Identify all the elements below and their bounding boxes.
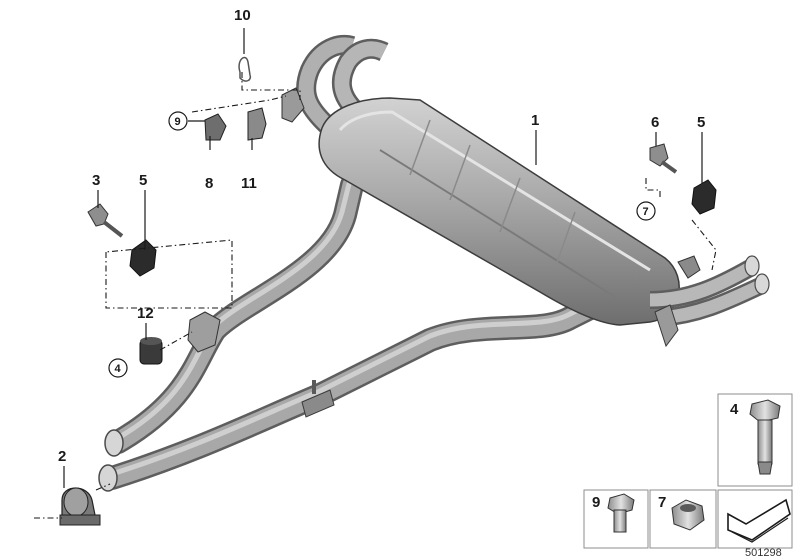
pipe-bracket: [187, 311, 221, 353]
rear-muffler: [318, 97, 680, 326]
label-part-2: 2: [58, 448, 66, 465]
hanger-bracket-6: [649, 143, 678, 174]
callout-4: 4: [108, 358, 128, 378]
detail-box-bolt-4: 4: [717, 393, 793, 487]
detail-box-nut-7: 7: [649, 489, 717, 549]
svg-text:7: 7: [643, 206, 649, 218]
detail-box-arrow: [717, 489, 793, 549]
label-part-11: 11: [241, 175, 257, 192]
pipe-joint-clamp: [301, 380, 335, 418]
hanger-bracket-3: [87, 203, 124, 238]
hanger-bracket-11: [247, 107, 267, 141]
label-part-6: 6: [651, 114, 659, 131]
pipe-clamp-2: [59, 487, 101, 526]
muffler-hanger-bracket: [654, 304, 679, 348]
rubber-mount-5-left: [129, 239, 157, 277]
detail-box-screw-9: 9: [583, 489, 649, 549]
label-part-1: 1: [531, 112, 539, 129]
svg-text:9: 9: [175, 116, 181, 128]
label-part-5-left: 5: [139, 172, 147, 189]
label-part-5-right: 5: [697, 114, 705, 131]
image-number: 501298: [745, 547, 782, 559]
rubber-bush-12: [139, 337, 163, 365]
svg-text:4: 4: [730, 401, 739, 418]
muffler-right-hanger: [677, 255, 701, 279]
label-part-10: 10: [234, 7, 251, 24]
callout-9: 9: [168, 111, 188, 131]
spring-clip-10: [238, 56, 252, 82]
callout-7: 7: [636, 201, 656, 221]
label-part-8: 8: [205, 175, 213, 192]
part-labels: 1 10 3 5 12 2 8 11 6 5: [58, 7, 705, 465]
label-part-3: 3: [92, 172, 100, 189]
front-pipe-right: [100, 296, 602, 490]
hanger-bracket-8: [204, 113, 227, 141]
svg-text:4: 4: [115, 363, 122, 375]
svg-text:9: 9: [592, 494, 600, 511]
upper-inlet-pipes: [296, 34, 389, 136]
leader-lines: [63, 28, 703, 488]
assembly-lines: [34, 72, 717, 519]
svg-text:7: 7: [658, 494, 666, 511]
muffler-top-hanger: [281, 87, 305, 123]
pipe-open-ends: [98, 429, 124, 492]
rubber-mount-5-right: [691, 179, 717, 215]
label-part-12: 12: [137, 305, 154, 322]
